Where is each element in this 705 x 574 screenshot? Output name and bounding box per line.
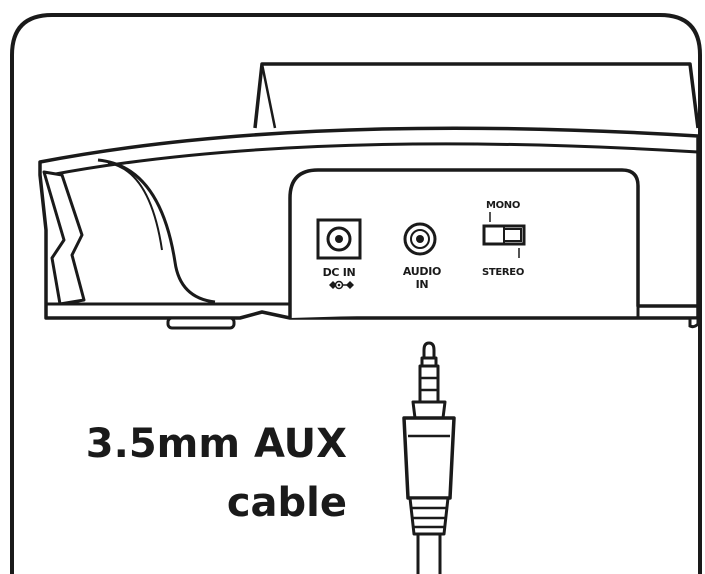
dc-polarity-icon — [329, 280, 354, 290]
top-block-edge — [260, 63, 277, 129]
frame-border — [10, 13, 702, 574]
body-upper-band — [49, 142, 699, 177]
audio-jack-icon — [403, 222, 437, 256]
device-top-block — [253, 62, 700, 129]
left-grip — [42, 170, 86, 306]
foot-left — [166, 316, 236, 330]
aux-cable — [402, 341, 456, 574]
side-curve — [97, 158, 216, 304]
switch-mono-label: MONO — [486, 200, 520, 211]
caption-line2: cable — [226, 480, 347, 526]
side-curve-inner — [107, 162, 163, 251]
mono-stereo-switch-icon — [482, 224, 526, 246]
dc-in-label: DC IN — [323, 266, 356, 279]
audio-in-label-line2: IN — [416, 278, 429, 291]
switch-stereo-label: STEREO — [482, 267, 524, 278]
foot-right — [688, 316, 700, 329]
audio-in-label-line1: AUDIO — [403, 265, 441, 278]
caption-line1: 3.5mm AUX — [85, 421, 347, 467]
dc-in-port — [316, 218, 362, 260]
